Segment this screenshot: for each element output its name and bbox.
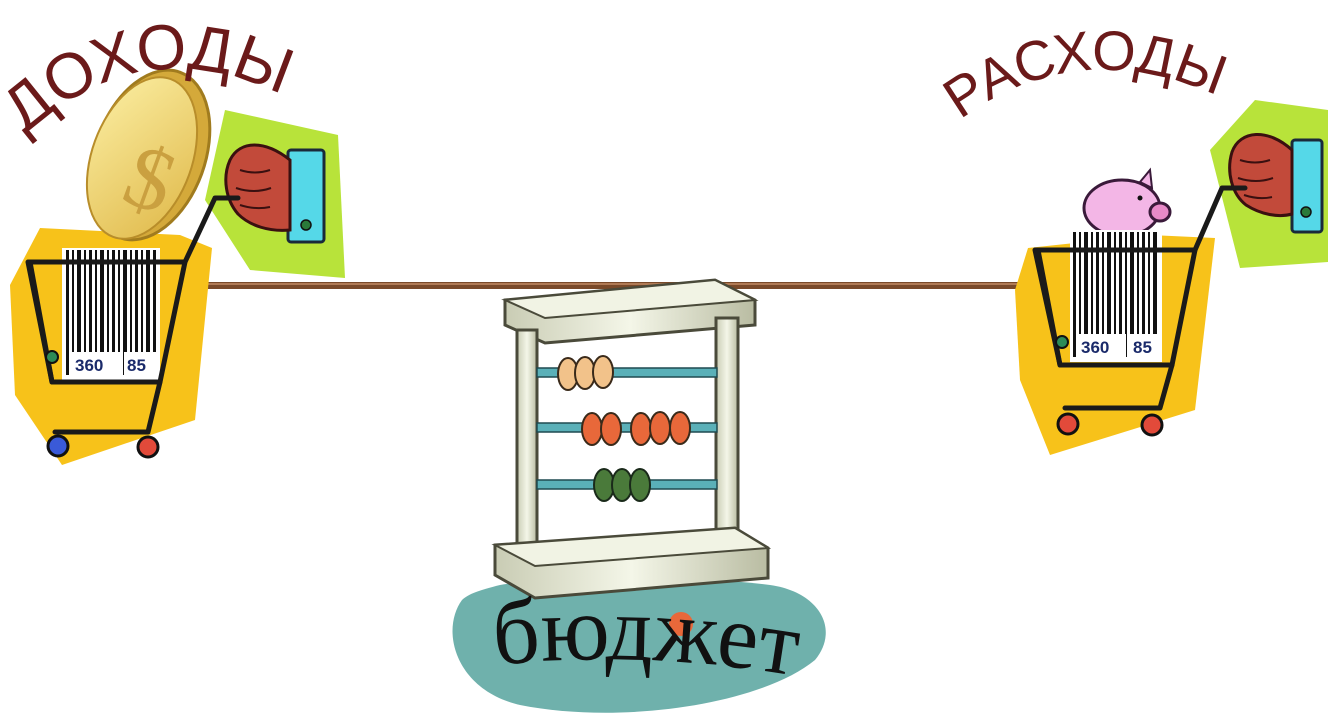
cart-wheel [1140, 413, 1164, 437]
barcode-number-left: 360 [1081, 338, 1109, 357]
barcode-left: 360 85 [62, 248, 160, 380]
budget-dot [669, 612, 693, 636]
abacus-icon [491, 278, 772, 600]
barcode-number-right: 85 [127, 356, 146, 375]
hand-card-icon [224, 143, 326, 244]
expenses-cart-group: 360 85 [1015, 100, 1328, 455]
piggy-bank-icon [1082, 167, 1172, 238]
expenses-label-text: РАСХОДЫ [932, 18, 1235, 129]
budget-label-text: бюджет [488, 577, 807, 696]
barcode-number-left: 360 [75, 356, 103, 375]
income-cart-group: $ [10, 68, 345, 465]
balance-beam [200, 282, 1035, 289]
cart-wheel [136, 435, 160, 459]
hand-card-icon [1228, 133, 1324, 234]
expenses-label: РАСХОДЫ [932, 18, 1235, 129]
budget-label: бюджет [488, 577, 807, 696]
abacus-base-blob [452, 577, 826, 713]
barcode-number-right: 85 [1133, 338, 1152, 357]
shopping-cart-icon [1032, 185, 1248, 411]
cart-wheel [46, 434, 70, 458]
gold-coin-icon: $ [85, 68, 212, 242]
cart-wheel [1056, 412, 1080, 436]
